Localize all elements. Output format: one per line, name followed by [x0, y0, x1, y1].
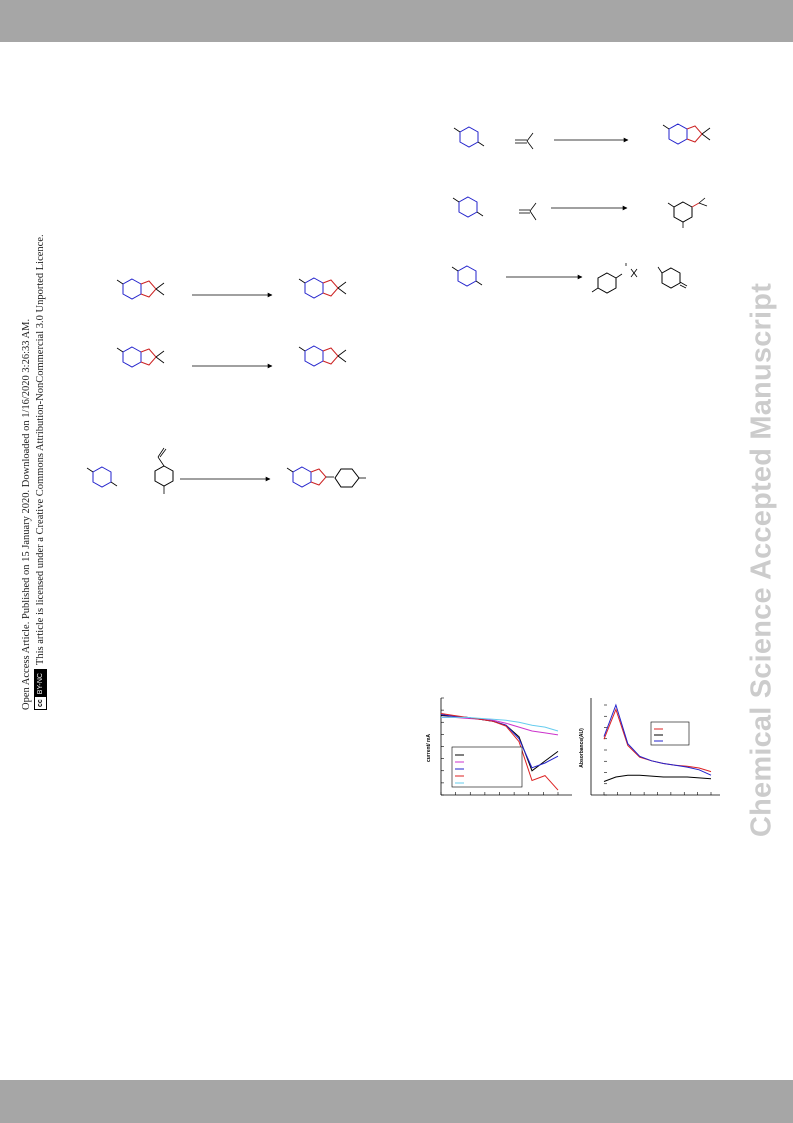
scheme-left-1 — [116, 277, 347, 300]
uv-ticks — [603, 704, 712, 796]
scheme-left-2 — [116, 345, 347, 369]
cv-legend-keys — [455, 754, 464, 784]
cv-ticks — [440, 697, 559, 796]
uv-legend — [650, 721, 690, 746]
series-line-3 — [440, 713, 559, 791]
uv-legend-keys — [654, 728, 663, 742]
header-bar — [0, 0, 793, 42]
alkene-fragment — [515, 132, 534, 150]
uv-series — [603, 703, 712, 782]
scheme-right-1 — [453, 123, 711, 150]
footer-bar — [0, 1080, 793, 1123]
cv-chart: current/ mA — [426, 697, 572, 796]
benzene-ring — [453, 126, 485, 148]
scheme-right-2 — [452, 196, 708, 228]
uv-chart: Absorbance(AU) — [579, 698, 720, 796]
scheme-right-3 — [451, 263, 688, 294]
series-line-1 — [603, 774, 712, 782]
dihydrobenzofuran-product — [662, 123, 711, 145]
cv-series — [440, 713, 559, 791]
cv-legend — [451, 746, 523, 788]
cv-y-label: current/ mA — [426, 734, 432, 762]
scheme-left-3 — [86, 447, 366, 494]
series-line-4 — [441, 716, 559, 732]
uv-y-label: Absorbance(AU) — [579, 728, 585, 768]
series-line-2 — [603, 703, 712, 776]
